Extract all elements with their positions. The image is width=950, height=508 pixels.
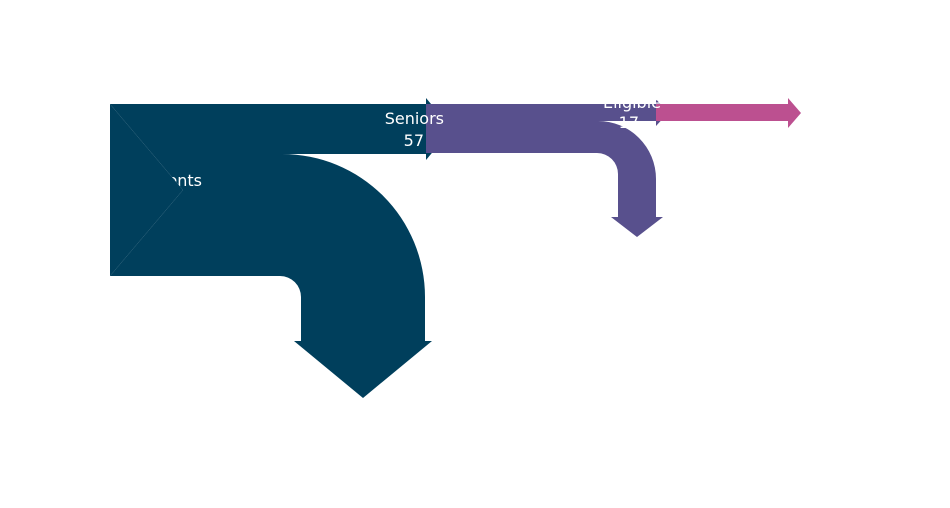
seniors-value: 57	[404, 131, 424, 150]
eligible-label: Eligible	[603, 93, 661, 112]
seniors-label: Seniors	[385, 109, 444, 128]
eligible-value: 17	[619, 113, 639, 132]
students-label-cover	[110, 104, 183, 276]
eligible-flow	[656, 98, 801, 128]
eligible-label-cover	[661, 104, 668, 121]
students-flow	[110, 98, 452, 398]
seniors-flow	[426, 99, 668, 237]
